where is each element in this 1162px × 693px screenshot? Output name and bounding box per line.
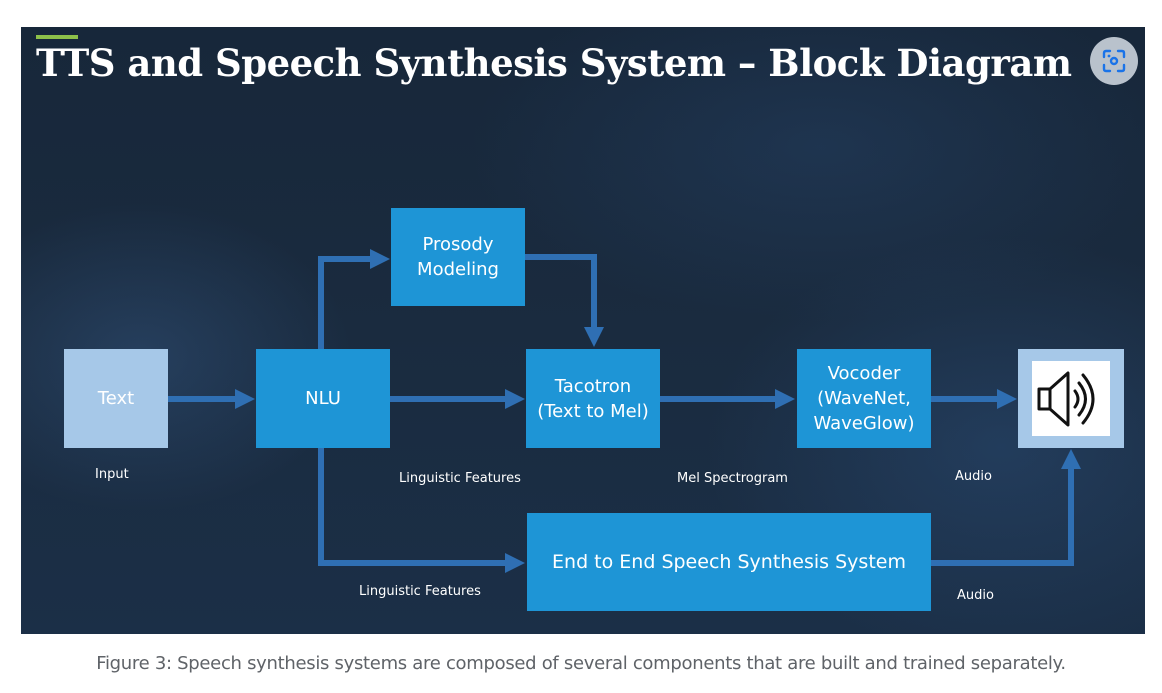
block-prosody-label: Prosody Modeling bbox=[417, 234, 499, 280]
block-e2e-label: End to End Speech Synthesis System bbox=[552, 550, 906, 573]
arrowhead bbox=[505, 389, 525, 409]
arrow-nlu-to-e2e bbox=[318, 448, 509, 566]
arrowhead bbox=[1061, 449, 1081, 469]
title-accent-bar bbox=[36, 35, 78, 39]
label-linguistic-features-bottom: Linguistic Features bbox=[359, 584, 481, 599]
block-end-to-end: End to End Speech Synthesis System bbox=[527, 513, 931, 611]
block-vocoder: Vocoder (WaveNet, WaveGlow) bbox=[797, 349, 931, 448]
label-audio-bottom: Audio bbox=[957, 588, 994, 603]
arrowhead bbox=[235, 389, 255, 409]
speaker-icon bbox=[1037, 371, 1095, 426]
arrowhead bbox=[370, 249, 390, 269]
figure-caption: Figure 3: Speech synthesis systems are c… bbox=[96, 653, 1066, 674]
block-tacotron-label: Tacotron (Text to Mel) bbox=[537, 375, 649, 422]
block-prosody-modeling: Prosody Modeling bbox=[391, 208, 525, 306]
slide-title: TTS and Speech Synthesis System – Block … bbox=[36, 41, 1072, 85]
connectors bbox=[168, 249, 1081, 573]
label-mel-spectrogram: Mel Spectrogram bbox=[677, 471, 788, 486]
visual-search-button[interactable] bbox=[1090, 37, 1138, 85]
block-text: Text bbox=[64, 349, 168, 448]
block-nlu-label: NLU bbox=[305, 388, 341, 409]
arrowhead bbox=[584, 327, 604, 347]
arrowhead bbox=[505, 553, 525, 573]
block-tacotron: Tacotron (Text to Mel) bbox=[526, 349, 660, 448]
arrow-nlu-to-prosody bbox=[318, 256, 373, 350]
visual-search-icon bbox=[1102, 49, 1126, 73]
label-linguistic-features-top: Linguistic Features bbox=[399, 471, 521, 486]
arrowhead bbox=[997, 389, 1017, 409]
block-vocoder-label: Vocoder (WaveNet, WaveGlow) bbox=[813, 363, 915, 434]
label-input: Input bbox=[95, 467, 129, 482]
arrow-prosody-to-tacotron bbox=[525, 254, 597, 330]
label-audio-top: Audio bbox=[955, 469, 992, 484]
block-nlu: NLU bbox=[256, 349, 390, 448]
arrow-e2e-to-speaker bbox=[931, 468, 1074, 566]
block-text-label: Text bbox=[97, 388, 135, 409]
slide: TTS and Speech Synthesis System – Block … bbox=[21, 27, 1145, 634]
arrowhead bbox=[775, 389, 795, 409]
block-audio-output bbox=[1018, 349, 1124, 448]
